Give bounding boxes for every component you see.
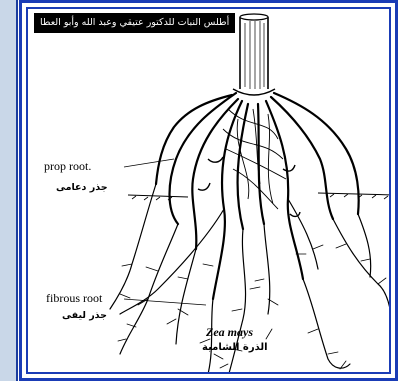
figure-inner-frame: أطلس النبات للدكتور عتيقي وعبد الله وأبو… <box>26 7 391 374</box>
species-arabic-name: الذرة الشامية <box>202 342 268 353</box>
root-crown <box>198 109 300 216</box>
prop-root-arabic-label: جذر دعامى <box>56 182 108 193</box>
species-scientific-name: Zea mays <box>206 325 253 340</box>
stem <box>233 14 275 95</box>
prop-root-label: prop root. <box>44 159 91 174</box>
figure-frame: أطلس النبات للدكتور عتيقي وعبد الله وأبو… <box>19 0 398 381</box>
fibrous-root-label: fibrous root <box>46 291 102 306</box>
fibrous-root-arabic-label: جذر ليفى <box>62 310 107 321</box>
atlas-title-banner: أطلس النبات للدكتور عتيقي وعبد الله وأبو… <box>34 13 235 33</box>
side-panel <box>0 0 18 381</box>
